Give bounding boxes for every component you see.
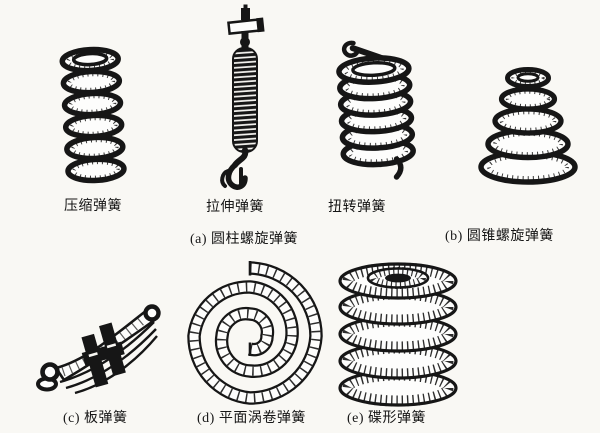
caption-group-a-cylindrical-helical: (a) 圆柱螺旋弹簧 xyxy=(190,232,299,247)
caption-group-d-flat-spiral-spring: (d) 平面涡卷弹簧 xyxy=(197,411,306,426)
caption-extension-spring: 拉伸弹簧 xyxy=(206,200,264,215)
extension-spring-top-fitting xyxy=(227,4,265,52)
conical-spring-drawing xyxy=(478,67,578,185)
torsion-spring-top-wire-end xyxy=(341,40,360,58)
leaf-spring-right-eye xyxy=(143,304,161,322)
caption-group-b-conical-helical: (b) 圆锥螺旋弹簧 xyxy=(445,229,554,244)
leaf-spring-center-clamp xyxy=(81,322,126,388)
caption-group-c-leaf-spring: (c) 板弹簧 xyxy=(63,411,128,426)
compression-spring-drawing xyxy=(59,46,127,184)
extension-spring-bottom-hook xyxy=(220,147,249,190)
caption-torsion-spring: 扭转弹簧 xyxy=(328,200,386,215)
spiral-spring-drawing xyxy=(187,261,323,405)
caption-group-e-disc-spring: (e) 碟形弹簧 xyxy=(347,411,427,426)
extension-spring-drawing xyxy=(220,4,265,190)
torsion-spring-drawing xyxy=(336,40,416,180)
disc-spring-top-hole xyxy=(366,267,430,289)
disc-spring-drawing xyxy=(338,262,458,407)
caption-compression-spring: 压缩弹簧 xyxy=(64,199,122,214)
torsion-spring-bottom-wire-end xyxy=(393,156,404,180)
leaf-spring-drawing xyxy=(36,304,161,395)
extension-spring-coil-body xyxy=(232,47,258,153)
